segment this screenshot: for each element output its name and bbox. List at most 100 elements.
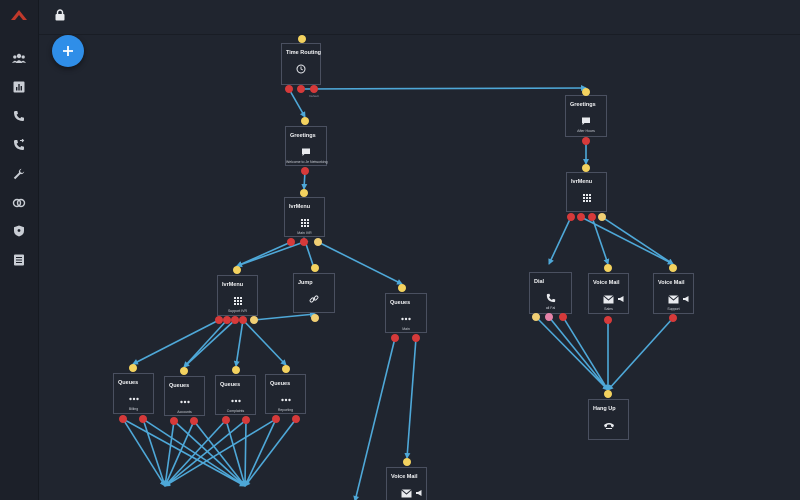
sidebar-item-call-routing[interactable] (7, 135, 31, 155)
output-port[interactable] (119, 415, 127, 423)
connection-edge[interactable] (183, 319, 228, 368)
input-port[interactable] (300, 189, 308, 197)
connection-edge[interactable] (288, 88, 306, 118)
output-port[interactable] (604, 316, 612, 324)
connection-edge[interactable] (173, 420, 246, 487)
sidebar-item-reports[interactable] (7, 77, 31, 97)
input-port[interactable] (311, 264, 319, 272)
connection-edge[interactable] (142, 418, 246, 487)
output-port[interactable] (559, 313, 567, 321)
output-port[interactable] (215, 316, 223, 324)
connection-edge[interactable] (580, 216, 674, 265)
input-port[interactable] (129, 364, 137, 372)
connection-edge[interactable] (164, 420, 195, 487)
connection-edge[interactable] (122, 418, 166, 487)
input-port[interactable] (233, 266, 241, 274)
output-port[interactable] (314, 238, 322, 246)
output-port[interactable] (222, 416, 230, 424)
input-port[interactable] (403, 458, 411, 466)
output-port[interactable] (297, 85, 305, 93)
output-port[interactable] (582, 137, 590, 145)
connection-edge[interactable] (164, 419, 247, 487)
flow-node-voicemail-bottom[interactable]: Voice Mail (386, 467, 427, 500)
output-port[interactable] (567, 213, 575, 221)
flow-node-jump[interactable]: Jump (293, 273, 335, 313)
output-port[interactable] (598, 213, 606, 221)
input-port[interactable] (232, 366, 240, 374)
connection-edge[interactable] (225, 419, 247, 487)
sidebar-item-integrations[interactable] (7, 193, 31, 213)
output-port[interactable] (223, 316, 231, 324)
connection-edge[interactable] (122, 418, 246, 487)
connection-edge[interactable] (183, 319, 236, 368)
input-port[interactable] (604, 264, 612, 272)
connection-edge[interactable] (242, 319, 287, 366)
output-port[interactable] (669, 314, 677, 322)
connection-edge[interactable] (404, 337, 417, 459)
flow-node-time-routing[interactable]: Time Routing (281, 43, 321, 85)
input-port[interactable] (582, 164, 590, 172)
flow-node-ivrmenu-after[interactable]: IvrMenu (566, 172, 607, 212)
input-port[interactable] (398, 284, 406, 292)
output-port[interactable] (311, 314, 319, 322)
output-port[interactable] (391, 334, 399, 342)
input-port[interactable] (301, 117, 309, 125)
connection-edge[interactable] (242, 419, 249, 487)
connection-edge[interactable] (142, 418, 167, 487)
input-port[interactable] (282, 365, 290, 373)
connection-edge[interactable] (233, 319, 244, 367)
output-port[interactable] (139, 415, 147, 423)
connection-edge[interactable] (132, 319, 220, 365)
output-port[interactable] (287, 238, 295, 246)
connection-edge[interactable] (236, 241, 305, 268)
input-port[interactable] (180, 367, 188, 375)
output-port[interactable] (250, 316, 258, 324)
output-port[interactable] (532, 313, 540, 321)
sidebar-item-tools[interactable] (7, 164, 31, 184)
input-port[interactable] (298, 35, 306, 43)
connection-edge[interactable] (301, 85, 587, 92)
output-port[interactable] (588, 213, 596, 221)
sidebar-item-calls[interactable] (7, 106, 31, 126)
output-port[interactable] (300, 238, 308, 246)
output-port[interactable] (301, 167, 309, 175)
connection-edge[interactable] (164, 419, 227, 487)
connection-edge[interactable] (353, 337, 396, 500)
output-port[interactable] (412, 334, 420, 342)
connection-edge[interactable] (548, 316, 609, 391)
output-port[interactable] (242, 416, 250, 424)
sidebar-item-users[interactable] (7, 48, 31, 68)
lock-icon[interactable] (54, 9, 66, 21)
sidebar-item-security[interactable] (7, 221, 31, 241)
input-port[interactable] (669, 264, 677, 272)
sidebar-item-logs[interactable] (7, 250, 31, 270)
brand-logo-icon[interactable] (10, 8, 28, 22)
connection-edge[interactable] (548, 216, 572, 265)
flow-node-hang-up[interactable]: Hang Up (588, 399, 629, 440)
connection-edge[interactable] (164, 418, 277, 487)
input-port[interactable] (604, 390, 612, 398)
connection-edge[interactable] (562, 316, 609, 391)
connection-edge[interactable] (244, 418, 277, 487)
connection-edge[interactable] (162, 420, 175, 487)
output-port[interactable] (292, 415, 300, 423)
connection-edge[interactable] (601, 216, 674, 265)
connection-edge[interactable] (535, 316, 609, 391)
add-node-button[interactable] (52, 35, 84, 67)
input-port[interactable] (582, 88, 590, 96)
connection-edge[interactable] (317, 241, 403, 285)
output-port[interactable] (190, 417, 198, 425)
output-port[interactable] (239, 316, 247, 324)
